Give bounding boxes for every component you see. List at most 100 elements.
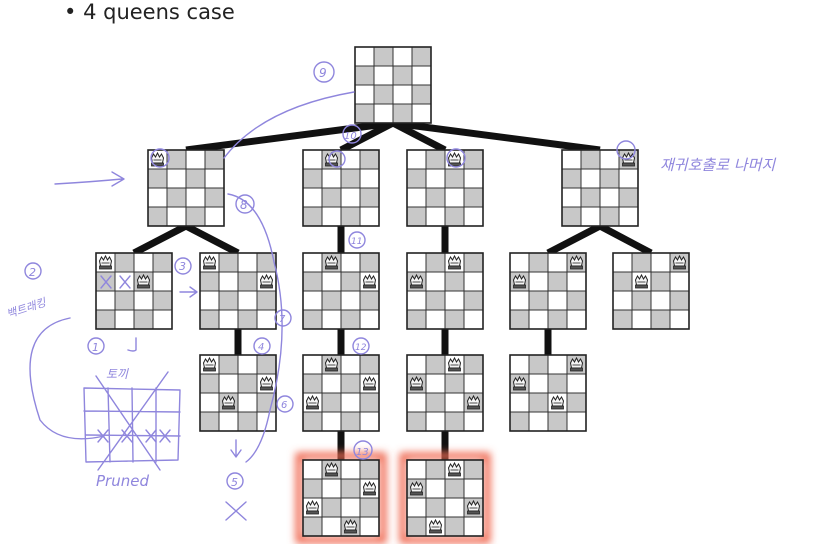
board-square — [529, 291, 548, 310]
board-square — [529, 310, 548, 329]
board-square — [303, 517, 322, 536]
step-9-circle — [313, 61, 335, 83]
board-square — [341, 291, 360, 310]
board-square — [464, 169, 483, 188]
crown-icon — [512, 273, 527, 289]
board-c1-r1c3 — [302, 252, 380, 330]
crown-icon — [305, 499, 320, 515]
board-square — [393, 66, 412, 85]
board-square — [360, 207, 379, 226]
crown-icon — [466, 394, 481, 410]
board-border — [406, 149, 484, 227]
board-square — [167, 169, 186, 188]
board-square — [426, 291, 445, 310]
board-square — [407, 412, 426, 431]
pruned-x-row — [97, 429, 171, 443]
board-border — [509, 252, 587, 330]
x-mark — [225, 501, 247, 521]
arrow-3 — [179, 286, 198, 298]
board-square — [407, 355, 426, 374]
board-square — [464, 272, 483, 291]
board-square — [134, 291, 153, 310]
board-square — [412, 104, 431, 123]
board-square — [613, 291, 632, 310]
board-square — [303, 188, 322, 207]
board-square — [341, 498, 360, 517]
pointer-arrow — [54, 171, 125, 187]
board-square — [205, 188, 224, 207]
board-square — [426, 393, 445, 412]
board-square — [322, 393, 341, 412]
board-square — [445, 393, 464, 412]
board-square — [153, 310, 172, 329]
board-border — [302, 252, 380, 330]
crown-icon — [362, 480, 377, 496]
board-square — [407, 253, 426, 272]
board-square — [257, 253, 276, 272]
board-square — [322, 188, 341, 207]
board-square — [355, 85, 374, 104]
board-square — [562, 150, 581, 169]
board-square — [96, 291, 115, 310]
board-square — [205, 207, 224, 226]
board-square — [562, 169, 581, 188]
board-square — [464, 460, 483, 479]
board-square — [600, 150, 619, 169]
board-square — [360, 188, 379, 207]
board-square — [581, 169, 600, 188]
step-10-circle — [342, 124, 362, 144]
crown-icon — [343, 518, 358, 534]
board-c3-r1c0 — [509, 252, 587, 330]
crown-icon — [324, 461, 339, 477]
step-7-label: 7 — [279, 314, 286, 325]
tree-edge — [339, 119, 395, 154]
board-square — [322, 272, 341, 291]
board-square — [445, 188, 464, 207]
return-arc-9 — [223, 91, 355, 159]
board-square — [360, 355, 379, 374]
board-square — [200, 272, 219, 291]
board-square — [510, 291, 529, 310]
board-q-col0 — [147, 149, 225, 227]
board-square — [510, 310, 529, 329]
board-square — [426, 374, 445, 393]
board-square — [613, 310, 632, 329]
board-square — [562, 207, 581, 226]
step-13-circle — [353, 440, 373, 460]
crown-icon — [466, 499, 481, 515]
board-square — [407, 188, 426, 207]
board-square — [581, 188, 600, 207]
board-square — [529, 272, 548, 291]
board-square — [445, 374, 464, 393]
board-square — [148, 169, 167, 188]
board-sol-2 — [399, 452, 491, 544]
board-square — [529, 393, 548, 412]
crown-icon — [634, 273, 649, 289]
board-square — [670, 272, 689, 291]
board-border — [302, 354, 380, 432]
board-square — [619, 207, 638, 226]
board-square — [341, 460, 360, 479]
board-c1-r2c0 — [302, 354, 380, 432]
board-square — [322, 517, 341, 536]
board-square — [510, 355, 529, 374]
crown-icon — [447, 151, 462, 167]
board-square — [407, 207, 426, 226]
board-square — [567, 412, 586, 431]
board-square — [134, 310, 153, 329]
step-1-circle — [87, 337, 105, 355]
board-square — [426, 272, 445, 291]
board-square — [374, 66, 393, 85]
down-arrow-2 — [230, 439, 242, 458]
board-square — [464, 479, 483, 498]
heading-text: 4 queens case — [83, 0, 235, 24]
board-square — [257, 412, 276, 431]
crown-icon — [202, 254, 217, 270]
step-5-label: 5 — [231, 476, 238, 489]
board-square — [360, 498, 379, 517]
step-7-circle — [274, 309, 292, 327]
step-8-label: 8 — [240, 198, 248, 212]
board-square — [464, 291, 483, 310]
board-square — [581, 207, 600, 226]
